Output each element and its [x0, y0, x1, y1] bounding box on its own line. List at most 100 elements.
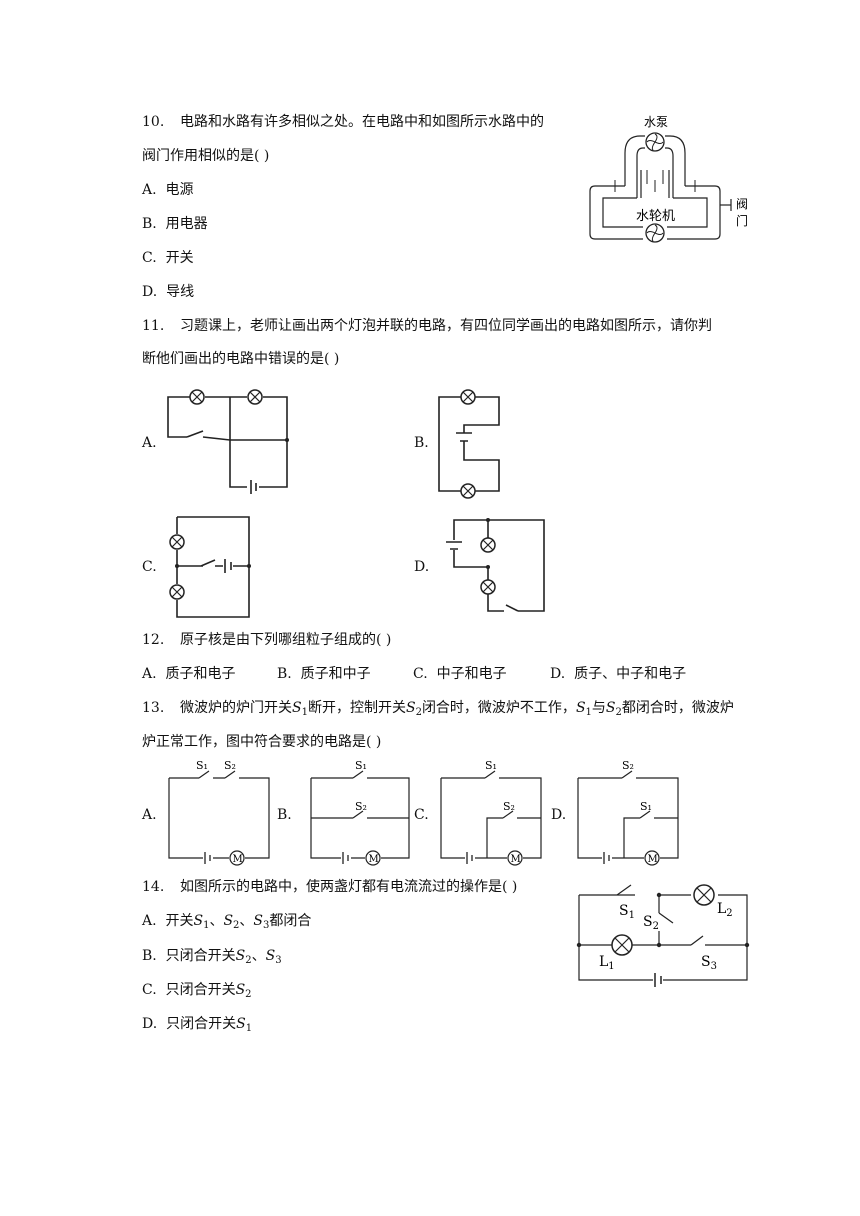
option-text: 只闭合开关 [165, 948, 236, 964]
stem-part: 都闭合时，微波炉 [621, 700, 734, 716]
q11-circuit-d [446, 518, 545, 612]
q11-option-d-label[interactable]: D. [414, 559, 430, 575]
option-text: 开关 [165, 250, 194, 266]
q11-stem-line2: 断他们画出的电路中错误的是( ) [142, 351, 340, 367]
option-letter: C. [413, 666, 428, 682]
option-letter: B. [142, 216, 157, 232]
subscript: 3 [263, 920, 270, 931]
q10-option-a[interactable]: A. 电源 [142, 181, 193, 199]
subscript: 2 [615, 707, 622, 718]
option-letter: D. [142, 284, 158, 300]
option-letter: C. [142, 982, 157, 998]
q14-option-a[interactable]: A. 开关S1、S2、S3都闭合 [142, 913, 312, 931]
subscript: 1 [301, 707, 308, 718]
q14-number: 14. [142, 879, 165, 895]
option-letter: D. [550, 666, 566, 682]
q13-circuit-d: M S₂ S₁ [577, 759, 679, 866]
q13-option-a-label[interactable]: A. [142, 807, 157, 823]
motor-label: M [511, 854, 521, 865]
q12-option-c[interactable]: C. 中子和电子 [413, 665, 507, 683]
switch-symbol: S [405, 700, 416, 716]
subscript: 2 [245, 955, 252, 966]
q10-option-c[interactable]: C. 开关 [142, 249, 194, 267]
switch-label: S₁ [640, 800, 652, 813]
option-letter: A. [142, 182, 157, 198]
switch-label: S₁ [485, 759, 497, 772]
switch-symbol: S [235, 948, 246, 964]
option-text: 都闭合 [269, 913, 312, 929]
subscript: 1 [245, 1023, 253, 1034]
q10-option-b[interactable]: B. 用电器 [142, 215, 208, 233]
q12-number: 12. [142, 632, 165, 648]
switch-label: S₂ [224, 759, 236, 772]
pump-label: 水泵 [644, 115, 668, 129]
q13-circuit-b: M S₁ S₂ [310, 759, 410, 866]
q14-option-b[interactable]: B. 只闭合开关S2、S3 [142, 948, 282, 966]
switch-s3-label: S3 [701, 954, 717, 972]
switch-s2-label: S2 [643, 914, 659, 932]
valve-label-1: 阀 [736, 197, 748, 211]
motor-label: M [369, 854, 379, 865]
q14-option-c[interactable]: C. 只闭合开关S2 [142, 981, 252, 1004]
option-letter: A. [142, 666, 157, 682]
q13-stem-line2: 炉正常工作，图中符合要求的电路是( ) [142, 734, 382, 750]
option-text: 用电器 [165, 216, 208, 232]
option-text: 开关 [165, 913, 194, 929]
switch-label: S₂ [503, 800, 515, 813]
q13-option-d-label[interactable]: D. [551, 807, 567, 823]
switch-symbol: S [292, 700, 302, 716]
option-letter: B. [142, 948, 157, 964]
subscript: 3 [275, 955, 282, 966]
switch-label: S₂ [622, 759, 634, 772]
switch-label: S₁ [196, 759, 208, 772]
switch-symbol: S [236, 1016, 246, 1032]
water-wheel-label: 水轮机 [636, 209, 675, 224]
valve-label-2: 门 [736, 213, 748, 228]
q11-option-c-label[interactable]: C. [142, 559, 157, 575]
switch-symbol: S [253, 913, 263, 929]
option-text: 中子和电子 [436, 666, 507, 682]
q11-circuit-b [438, 389, 500, 499]
motor-label: M [648, 854, 658, 865]
q12-option-d[interactable]: D. 质子、中子和电子 [550, 665, 686, 683]
switch-symbol: S [193, 913, 204, 929]
subscript: 2 [245, 989, 252, 1000]
option-letter: D. [142, 1016, 158, 1032]
q14-option-d[interactable]: D. 只闭合开关S1 [142, 1015, 252, 1038]
q10-option-d[interactable]: D. 导线 [142, 283, 194, 301]
q11-option-a-label[interactable]: A. [142, 435, 157, 451]
q12-option-a[interactable]: A. 质子和电子 [142, 665, 235, 683]
lamp-l2-label: L2 [717, 901, 733, 919]
subscript: 2 [415, 707, 422, 718]
stem-part: 与 [591, 700, 606, 716]
stem-part: 微波炉的炉门开关 [180, 700, 292, 716]
q12-option-b[interactable]: B. 质子和中子 [277, 665, 371, 683]
q13-number: 13. [142, 700, 165, 716]
q11-option-b-label[interactable]: B. [414, 435, 429, 451]
option-text: 质子和中子 [300, 666, 371, 682]
q13-option-b-label[interactable]: B. [277, 807, 292, 823]
q13-option-c-label[interactable]: C. [414, 807, 429, 823]
subscript: 1 [203, 920, 210, 931]
switch-symbol: S [265, 948, 276, 964]
switch-symbol: S [235, 982, 246, 998]
q13-circuit-a: M S₁ S₂ [168, 759, 270, 866]
q11-circuit-a [167, 389, 289, 494]
q13-circuit-c: M S₁ S₂ [440, 759, 542, 866]
option-text: 电源 [165, 182, 194, 198]
q14-stem: 如图所示的电路中，使两盏灯都有电流流过的操作是( ) [180, 879, 518, 895]
q14-circuit-figure: S1 S2 L2 L1 S3 [576, 884, 750, 987]
option-text: 导线 [166, 284, 195, 300]
option-letter: C. [142, 250, 157, 266]
switch-symbol: S [223, 913, 234, 929]
switch-label: S₁ [355, 759, 367, 772]
subscript: 2 [233, 920, 240, 931]
q10-stem-line1: 电路和水路有许多相似之处。在电路中和如图所示水路中的 [180, 114, 544, 130]
stem-part: 闭合时，微波炉不工作， [421, 700, 576, 716]
option-text: 只闭合开关 [165, 982, 236, 998]
q10-stem-line2: 阀门作用相似的是( ) [142, 148, 270, 164]
q12-stem: 原子核是由下列哪组粒子组成的( ) [180, 632, 392, 648]
q10-number: 10. [142, 114, 165, 130]
switch-symbol: S [575, 700, 586, 716]
switch-symbol: S [605, 700, 616, 716]
